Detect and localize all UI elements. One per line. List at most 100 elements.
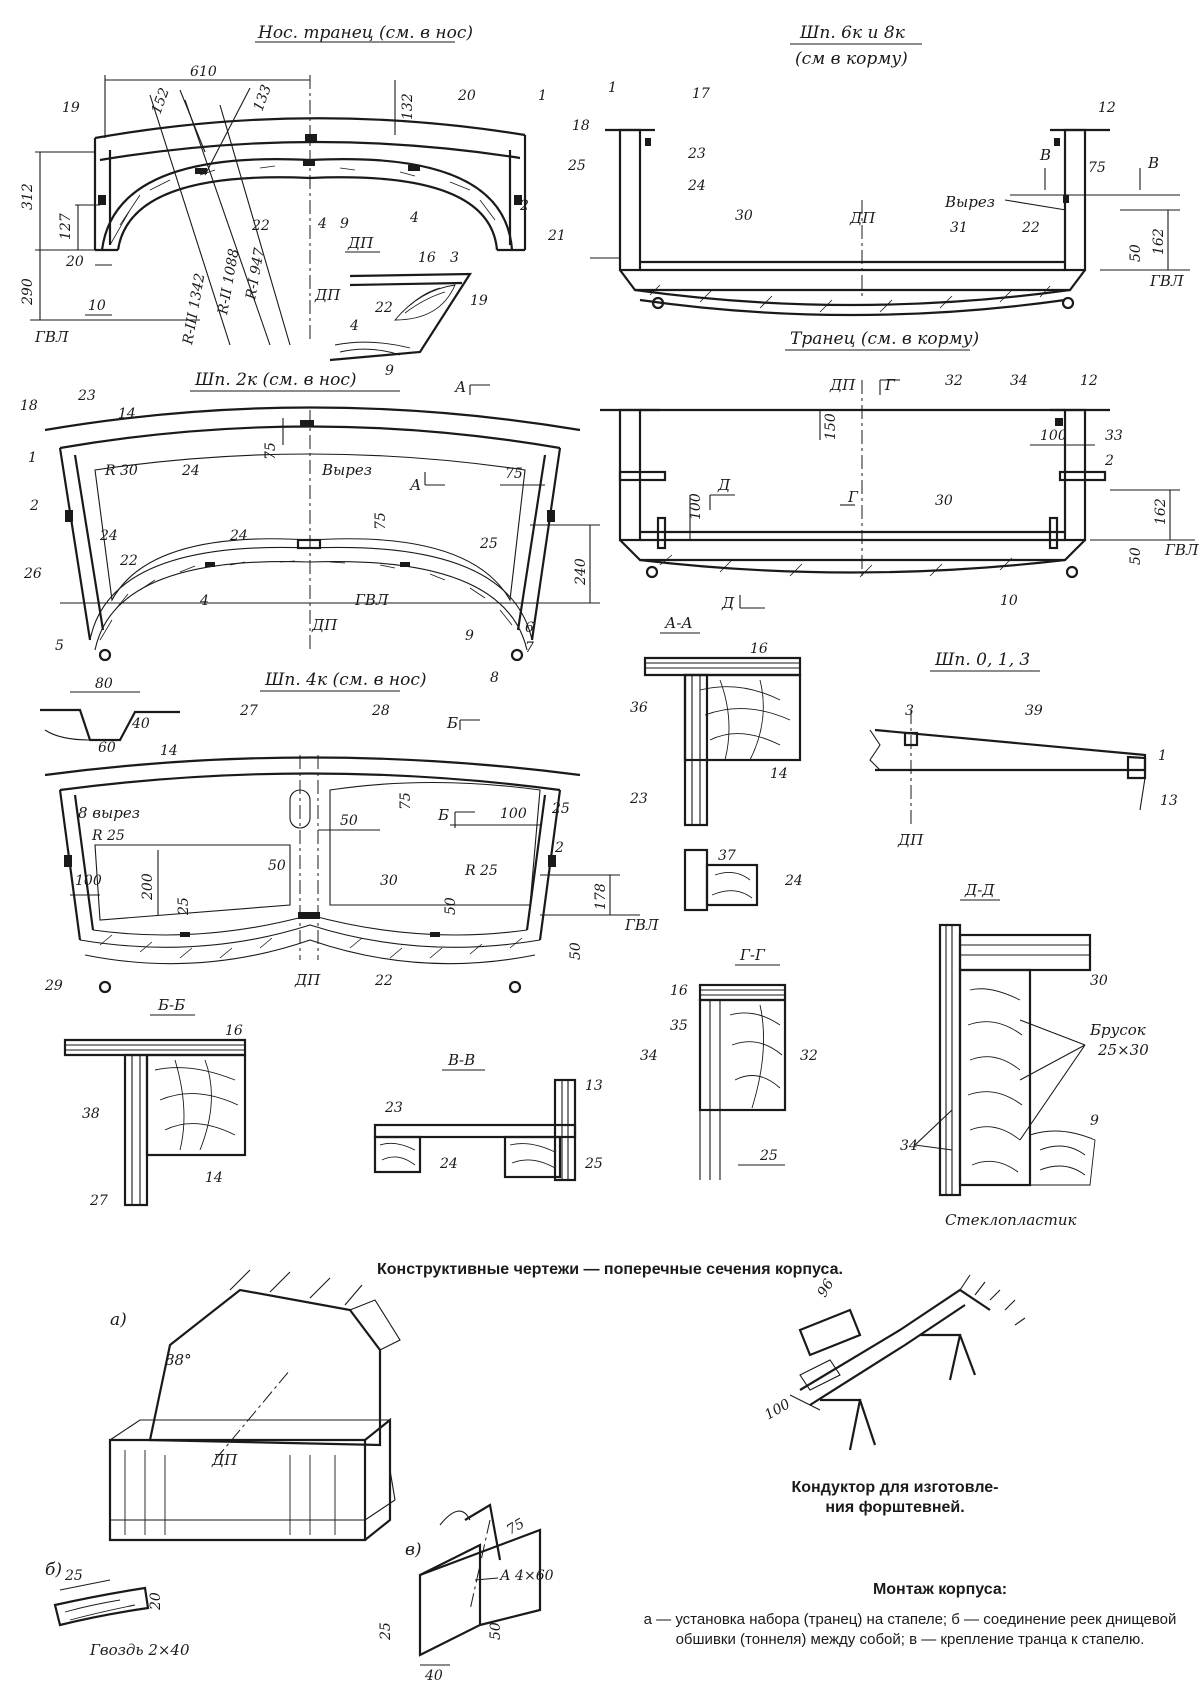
dim-150: 150 — [823, 413, 839, 440]
part-19b: 19 — [470, 293, 488, 309]
part-9b: 9 — [385, 363, 394, 379]
part-14d: 14 — [205, 1170, 223, 1186]
dim-75-frame2c: 75 — [505, 466, 523, 482]
dim-80: 80 — [95, 676, 113, 692]
cut-g-mid: Г — [847, 488, 859, 506]
part-1b: 1 — [608, 80, 617, 96]
part-25b: 25 — [479, 536, 498, 552]
dim-25-frame4: 25 — [176, 897, 192, 916]
part-32: 32 — [945, 373, 963, 389]
frame6-title-line1: Шп. 6к и 8к — [799, 23, 906, 43]
section-v-v: В-В 23 13 24 25 — [373, 1051, 603, 1182]
dim-50-frame4b: 50 — [340, 813, 358, 829]
section-g-g: Г-Г 25 16 35 34 32 — [640, 946, 818, 1180]
part-23d: 23 — [384, 1100, 403, 1116]
dim-610: 610 — [190, 64, 217, 80]
stern-dp-label: ДП — [829, 376, 856, 394]
frames-0-1-3-section: Шп. 0, 1, 3 ДП 3 39 1 13 — [869, 650, 1178, 849]
dim-10: 10 — [88, 298, 106, 314]
main-caption: Конструктивные чертежи — поперечные сече… — [377, 1261, 843, 1278]
cut-v-left: В — [1039, 146, 1051, 164]
dim-312: 312 — [20, 183, 36, 210]
part-16b: 16 — [750, 641, 768, 657]
part-20: 20 — [457, 88, 476, 104]
part-2b: 2 — [1104, 453, 1114, 469]
part-4: 4 — [317, 216, 327, 232]
frame6-cutout-label: Вырез — [944, 193, 995, 211]
frame2-cutout-label: Вырез — [321, 461, 372, 479]
frames013-dp: ДП — [897, 831, 924, 849]
dim-133: 133 — [251, 83, 275, 114]
frame-6k-8k-section: Шп. 6к и 8к (см в корму) ДП Вырез В В 75… — [567, 23, 1190, 317]
jig-caption-line1: Кондуктор для изготовле- — [791, 1479, 999, 1496]
assembly-caption-body: а — установка набора (транец) на стапеле… — [643, 1611, 1177, 1648]
dd-title: Д-Д — [964, 881, 995, 899]
label-b: б) — [45, 1560, 62, 1580]
dim-20: 20 — [65, 254, 84, 270]
dim-200: 200 — [140, 873, 156, 901]
dim-162-stern: 162 — [1153, 498, 1169, 525]
dim-290: 290 — [20, 278, 36, 306]
dim-50-frame4a: 50 — [268, 858, 286, 874]
aa-title: А-А — [664, 614, 693, 632]
dp-detail-title: ДП — [347, 234, 374, 252]
part-17: 17 — [692, 86, 710, 102]
nail-label: Гвоздь 2×40 — [89, 1641, 190, 1659]
stern-gvl: ГВЛ — [1164, 541, 1199, 559]
part-31: 31 — [950, 220, 968, 236]
dim-50-stern: 50 — [1128, 547, 1144, 565]
part-24e: 24 — [784, 873, 803, 889]
part-1c: 1 — [28, 450, 37, 466]
dim-50-frame6: 50 — [1128, 244, 1144, 262]
assembly-v-illustration: в) 75 А 4×60 50 25 40 — [378, 1503, 554, 1684]
part-24f: 24 — [439, 1156, 458, 1172]
part-18b: 18 — [20, 398, 38, 414]
dim-100-stern: 100 — [1040, 428, 1067, 444]
dim-178: 178 — [593, 883, 609, 910]
part-24d: 24 — [99, 528, 118, 544]
part-4d: 4 — [199, 593, 209, 609]
dim-60: 60 — [98, 740, 116, 756]
cut-g-top: Г — [884, 376, 896, 394]
part-19: 19 — [62, 100, 80, 116]
part-3b: 3 — [905, 703, 914, 719]
part-14: 14 — [118, 406, 136, 422]
part-12: 12 — [1098, 100, 1116, 116]
section-a-a: А-А 16 36 14 23 37 24 — [629, 614, 803, 912]
dim-240: 240 — [573, 558, 589, 586]
dim-r25a: R 25 — [91, 828, 125, 844]
part-34: 34 — [1010, 373, 1028, 389]
part-24: 24 — [687, 178, 706, 194]
dim-162-frame6: 162 — [1151, 228, 1167, 255]
part-36: 36 — [630, 700, 648, 716]
part-1: 1 — [538, 88, 547, 104]
vv-title: В-В — [447, 1051, 475, 1069]
cut-v-right: В — [1147, 154, 1159, 172]
part-22: 22 — [251, 218, 270, 234]
part-25: 25 — [567, 158, 586, 174]
cut-b-top: Б — [446, 714, 458, 732]
part-16d: 16 — [670, 983, 688, 999]
part-4c: 4 — [349, 318, 359, 334]
part-29: 29 — [44, 978, 63, 994]
frame-2k-section: Шп. 2к (см. в нос) А ДП Вырез ГВЛ R 30 7… — [20, 370, 600, 686]
part-7: 7 — [525, 640, 534, 656]
dim-96: 96 — [815, 1276, 838, 1300]
part-10: 10 — [1000, 593, 1018, 609]
gg-title: Г-Г — [739, 946, 766, 964]
part-27b: 27 — [89, 1193, 108, 1209]
part-37: 37 — [718, 848, 736, 864]
cut-d-bottom: Д — [721, 594, 735, 612]
part-33: 33 — [1105, 428, 1123, 444]
dim-75-frame6: 75 — [1088, 160, 1106, 176]
assembly-caption-title: Монтаж корпуса: — [872, 1581, 1008, 1598]
jig-caption-line2: ния форштевней. — [825, 1499, 965, 1516]
frame-4k-section: Шп. 4к (см. в нос) Б 80 40 60 — [40, 670, 659, 994]
part-24c: 24 — [229, 528, 248, 544]
part-32b: 32 — [800, 1048, 818, 1064]
frame6-dp-label: ДП — [849, 209, 876, 227]
part-5: 5 — [55, 638, 64, 654]
bow-transom-title: Нос. транец (см. в нос) — [257, 23, 473, 43]
section-d-d: Д-Д 30 Брусок 25×30 9 34 Стеклопластик — [900, 881, 1149, 1229]
bar-label: Брусок — [1089, 1021, 1146, 1039]
